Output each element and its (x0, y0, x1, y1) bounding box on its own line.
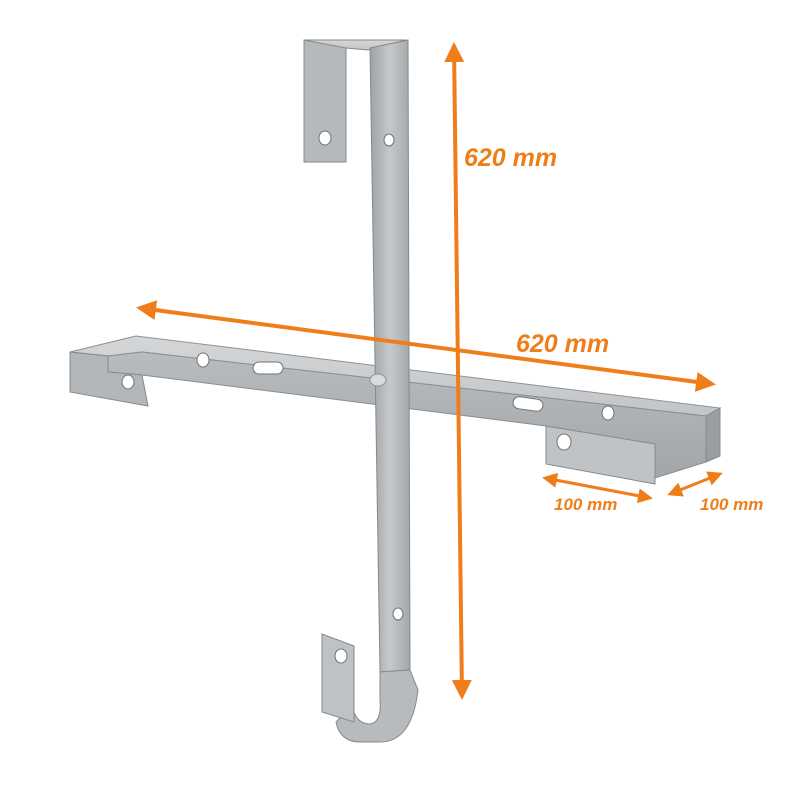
bolt-hole (383, 133, 395, 147)
bolt-hole (334, 648, 348, 664)
bolt-hole (121, 374, 135, 390)
dimension-arrow-vertical (444, 42, 472, 700)
horizontal-bar-right-end (705, 407, 721, 463)
horizontal-bar-right-flange (545, 425, 656, 485)
dimension-annotations: 620 mm 620 mm 100 mm 100 mm (136, 42, 763, 700)
bolt-hole (196, 352, 210, 368)
dimension-arrow-horizontal (136, 300, 716, 392)
dimension-arrow-front-depth (542, 472, 653, 504)
dimension-arrow-side-depth (667, 471, 723, 497)
dimension-label-horizontal: 620 mm (516, 330, 609, 358)
slot-hole (512, 396, 544, 412)
bolt-hole (601, 405, 615, 421)
bolt-hole (392, 607, 404, 621)
weld-mark (369, 373, 387, 387)
dimension-label-front-depth: 100 mm (554, 495, 617, 514)
dimension-label-vertical: 620 mm (464, 144, 557, 172)
dimension-label-side-depth: 100 mm (700, 495, 763, 514)
bottom-hook-bend (335, 669, 419, 743)
bolt-hole (556, 433, 572, 451)
top-hook-bend (303, 39, 407, 51)
slot-hole (252, 361, 284, 375)
bolt-hole (318, 130, 332, 146)
bottom-hook-front (321, 633, 355, 723)
